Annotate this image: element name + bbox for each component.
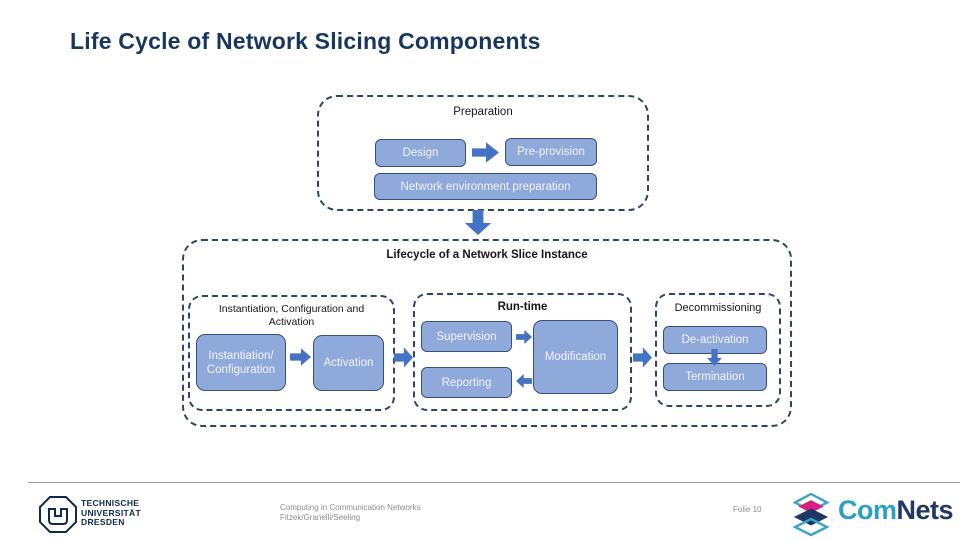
- modification-label: Modification: [544, 351, 607, 363]
- pre-provision-label: Pre-provision: [517, 146, 585, 158]
- runtime-group-label: Run-time: [497, 301, 548, 313]
- preparation-label: Preparation: [453, 106, 513, 118]
- reporting-label: Reporting: [441, 376, 492, 389]
- arrow-down-icon: [464, 210, 492, 235]
- tu-line1: TECHNISCHE: [81, 498, 140, 508]
- activation-label: Activation: [323, 357, 374, 369]
- comnets-com: Com: [838, 495, 897, 525]
- supervision-box: Supervision: [421, 321, 512, 352]
- instantiation-group-label: Instantiation, Configuration and Activat…: [190, 303, 393, 329]
- tu-dresden-wordmark: TECHNISCHE UNIVERSITÄT DRESDEN: [81, 498, 141, 528]
- activation-box: Activation: [313, 335, 384, 391]
- instantiation-group: Instantiation, Configuration and Activat…: [188, 295, 395, 411]
- design-label: Design: [402, 147, 439, 159]
- instantiation-group-label-line2: Activation: [268, 316, 315, 328]
- de-activation-label: De-activation: [681, 334, 749, 346]
- comnets-wordmark: ComNets: [838, 495, 954, 526]
- supervision-label: Supervision: [436, 330, 497, 343]
- decommissioning-group: Decommissioning: [655, 293, 781, 407]
- tu-line3: DRESDEN: [81, 517, 125, 527]
- decommissioning-group-label: Decommissioning: [674, 302, 762, 314]
- modification-box: Modification: [533, 320, 618, 394]
- comnets-icon: [788, 493, 834, 537]
- runtime-group: Run-time: [413, 293, 632, 411]
- page-title: Life Cycle of Network Slicing Components: [70, 28, 541, 54]
- design-box: Design: [375, 139, 466, 167]
- tu-dresden-logo-icon: [39, 496, 77, 533]
- network-environment-preparation-label: Network environment preparation: [400, 180, 571, 193]
- footer-course-title: Computing in Communication Networks: [280, 503, 421, 512]
- lifecycle-group: Lifecycle of a Network Slice Instance: [182, 239, 792, 427]
- footer-divider: [28, 482, 960, 483]
- instantiation-group-label-line1: Instantiation, Configuration and: [218, 303, 365, 315]
- network-environment-preparation-box: Network environment preparation: [374, 173, 597, 200]
- pre-provision-box: Pre-provision: [505, 138, 597, 166]
- lifecycle-label: Lifecycle of a Network Slice Instance: [386, 249, 588, 261]
- footer-course-info: Computing in Communication Networks Fitz…: [280, 503, 421, 523]
- slide-number: Folie 10: [733, 505, 762, 514]
- instantiation-configuration-line2: Configuration: [206, 363, 276, 376]
- termination-label: Termination: [685, 371, 745, 383]
- termination-box: Termination: [663, 363, 767, 391]
- comnets-nets: Nets: [896, 495, 954, 525]
- tu-line2: UNIVERSITÄT: [81, 507, 141, 518]
- instantiation-configuration-line1: Instantiation/: [208, 349, 274, 362]
- reporting-box: Reporting: [421, 367, 512, 398]
- footer-authors: Fitzek/Granelli/Seeling: [280, 513, 361, 522]
- instantiation-configuration-box: Instantiation/ Configuration: [196, 334, 286, 391]
